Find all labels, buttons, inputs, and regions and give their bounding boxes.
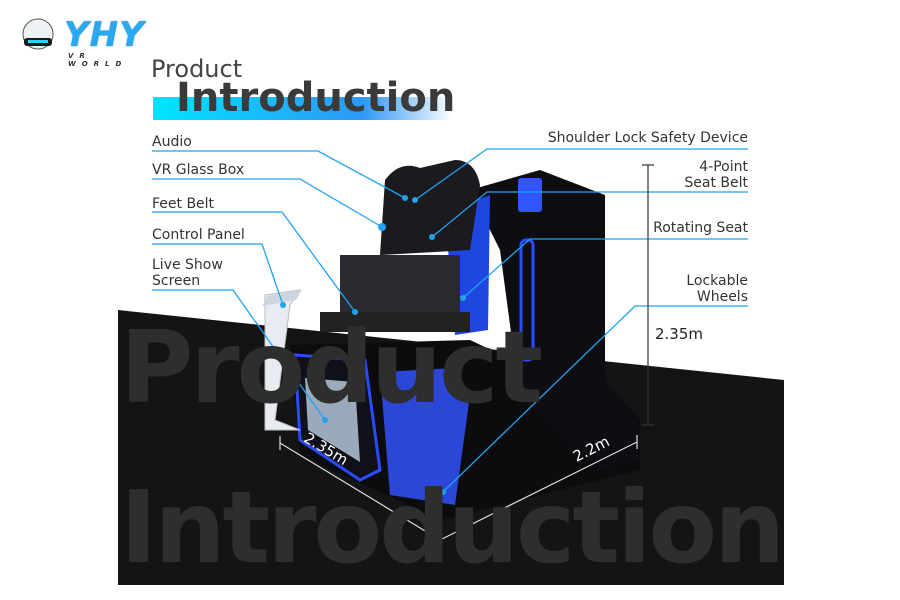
label-seat-belt: 4-Point Seat Belt xyxy=(684,159,748,191)
label-live-show-screen: Live Show Screen xyxy=(152,257,223,289)
seat-base xyxy=(340,255,460,320)
label-line: Screen xyxy=(152,273,201,289)
heading-product: Product xyxy=(151,55,243,83)
label-lockable-wheels: Lockable Wheels xyxy=(686,273,748,305)
seat xyxy=(380,160,480,255)
label-audio: Audio xyxy=(152,134,192,150)
vr-headset-mascot-icon xyxy=(22,18,54,50)
control-panel-screen xyxy=(262,290,302,306)
label-feet-belt: Feet Belt xyxy=(152,196,215,212)
logo-brand: YHY xyxy=(64,15,145,55)
label-line: Lockable xyxy=(686,273,748,289)
label-line: Seat Belt xyxy=(684,175,748,191)
watermark-product: Product xyxy=(120,309,543,426)
gear-panel xyxy=(380,368,470,505)
leader-lines xyxy=(152,148,748,493)
heading-bar xyxy=(153,97,453,120)
heading-introduction: Introduction xyxy=(176,75,456,121)
label-line: 4-Point xyxy=(699,159,748,175)
live-show-screen xyxy=(305,378,360,462)
dimension-lines xyxy=(279,164,654,541)
label-line: Live Show xyxy=(152,257,223,273)
tower-light xyxy=(518,178,542,212)
watermark-introduction: Introduction xyxy=(120,469,785,586)
label-rotating-seat: Rotating Seat xyxy=(653,220,748,236)
label-control-panel: Control Panel xyxy=(152,227,245,243)
leader-dots xyxy=(280,195,466,495)
tower-light-strip xyxy=(519,238,535,362)
brand-logo: YHY VR WORLD xyxy=(16,15,156,68)
machine-tower xyxy=(470,170,640,470)
foot-platform xyxy=(320,312,470,332)
label-vr-glass-box: VR Glass Box xyxy=(152,162,245,178)
logo-tagline: VR WORLD xyxy=(68,52,128,68)
label-shoulder-lock: Shoulder Lock Safety Device xyxy=(547,130,748,146)
dimension-height: 2.35m xyxy=(655,325,704,343)
label-line: Wheels xyxy=(696,289,748,305)
